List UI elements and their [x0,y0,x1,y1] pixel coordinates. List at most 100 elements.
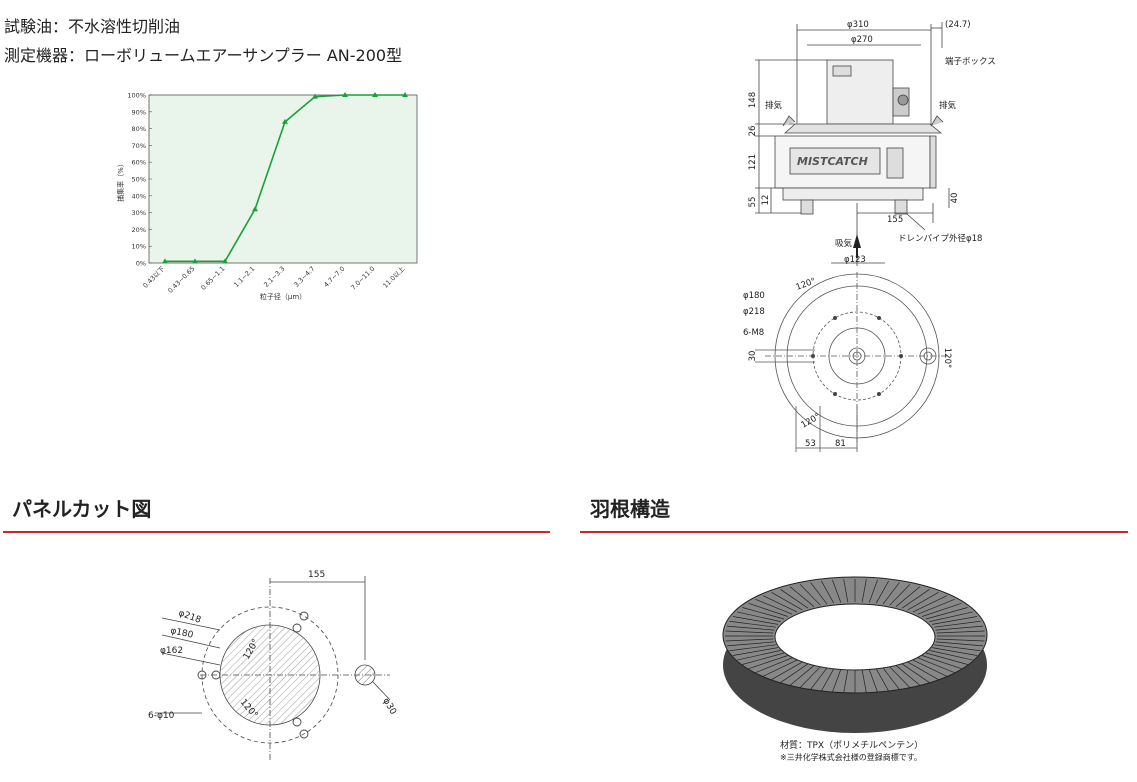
dim-d180: φ180 [743,291,765,301]
blade-line [889,666,911,688]
blade-line [821,580,835,604]
blade-line [755,599,793,615]
dim-148: 148 [748,92,758,108]
dim-30: 30 [748,351,758,362]
data-point [312,93,318,99]
blade-line [929,611,973,622]
blade-line [737,611,781,622]
blade-line [907,661,939,680]
exhaust-left-label: 排気 [765,100,783,111]
blade-line [861,669,867,693]
y-tick-label: 30% [132,209,146,217]
blade-line [843,579,849,603]
dim-155: 155 [887,215,903,225]
angle-120-bottom: 120° [800,412,823,431]
y-tick-label: 90% [132,108,146,116]
blade-material: 材質：TPX（ポリメチルペンテン） [780,741,924,751]
blade-line [934,644,981,652]
blade-line [771,592,803,611]
dim-247: (24.7) [945,20,971,30]
brand-label: MISTCATCH [797,155,868,168]
blade-line [742,652,785,665]
x-tick-label: 0.43以下 [141,264,166,289]
dim-d270: φ270 [851,35,873,45]
blade-line [742,607,785,620]
unit-dimension-drawing: MISTCATCH φ310 φ270 (24.7) 端子ボックス 排気 排気 … [743,20,996,452]
blade-line [762,659,798,677]
blade-title: 羽根構造 [590,497,670,521]
blade-line [737,650,781,661]
dim-d310: φ310 [847,20,869,30]
blade-line [789,586,815,607]
blade-line [789,665,815,686]
data-point [372,92,378,97]
data-point [192,258,198,264]
blade-line [832,669,842,693]
blade-line [832,579,842,603]
y-tick-label: 10% [132,243,146,251]
blade-line [934,620,981,628]
blade-line [922,602,962,617]
terminal-box-label: 端子ボックス [945,56,996,67]
blade-line [936,630,985,634]
blade-line [935,625,984,631]
data-point [282,118,288,124]
panel-cut-rule [3,531,550,533]
dim-55: 55 [748,197,758,208]
blade-line [889,584,911,606]
dim-81: 81 [835,439,846,449]
blade-line [895,665,921,686]
blade-rule [580,531,1128,533]
panel-dim-d30: φ30 [380,697,397,717]
blade-line [810,667,828,690]
panel-cut-drawing: 155 φ218 φ180 φ162 120° 120° 6-φ10 φ30 [148,570,398,760]
blade-line [726,641,775,647]
blade-line [882,667,900,690]
blade-line [748,602,788,617]
holes-m8: 6-M8 [743,328,764,338]
angle-120-right: 120° [942,348,952,368]
x-tick-label: 7.0~11.0 [349,265,376,292]
y-tick-label: 20% [132,226,146,234]
blade-line [729,644,776,652]
blade-line [922,655,962,670]
blade-line [875,668,889,692]
x-tick-label: 0.65~1.1 [199,265,226,292]
instrument-text: 測定機器：ローボリュームエアーサンプラー AN-200型 [4,46,403,65]
drain-label: ドレンパイプ外径φ18 [898,233,982,244]
dim-d218: φ218 [743,307,765,317]
y-tick-label: 60% [132,159,146,167]
blade-line [931,647,978,656]
blade-line [912,659,948,677]
angle-120-top: 120° [795,276,818,292]
blade-line [912,595,948,613]
panel-dim-d180: φ180 [169,626,194,641]
panel-holes: 6-φ10 [148,711,175,721]
dim-40: 40 [950,193,960,204]
blade-line [843,669,849,693]
x-tick-label: 1.1~2.1 [232,265,256,289]
x-axis-label: 粒子径（μm） [260,292,306,301]
blade-line [882,582,900,605]
blade-line [936,638,985,642]
blade-line [780,663,809,683]
x-tick-label: 2.1~3.3 [262,265,286,289]
blade-line [732,647,779,656]
blade-line [799,666,821,688]
collection-rate-chart: 0%10%20%30%40%50%60%70%80%90%100% 0.43以下… [116,92,418,301]
data-point [252,206,258,212]
blade-line [762,595,798,613]
blade-line [901,589,930,609]
intake-label: 吸気 [835,238,853,249]
blade-line [748,655,788,670]
dim-121: 121 [748,154,758,170]
blade-line [875,580,889,604]
panel-cut-title: パネルカット図 [12,497,152,521]
dim-12: 12 [761,195,771,206]
blade-line [925,607,968,620]
y-tick-label: 40% [132,192,146,200]
blade-line [780,589,809,609]
blade-line [895,586,921,607]
panel-dim-d162: φ162 [160,646,183,656]
x-tick-label: 0.43~0.65 [166,265,196,295]
